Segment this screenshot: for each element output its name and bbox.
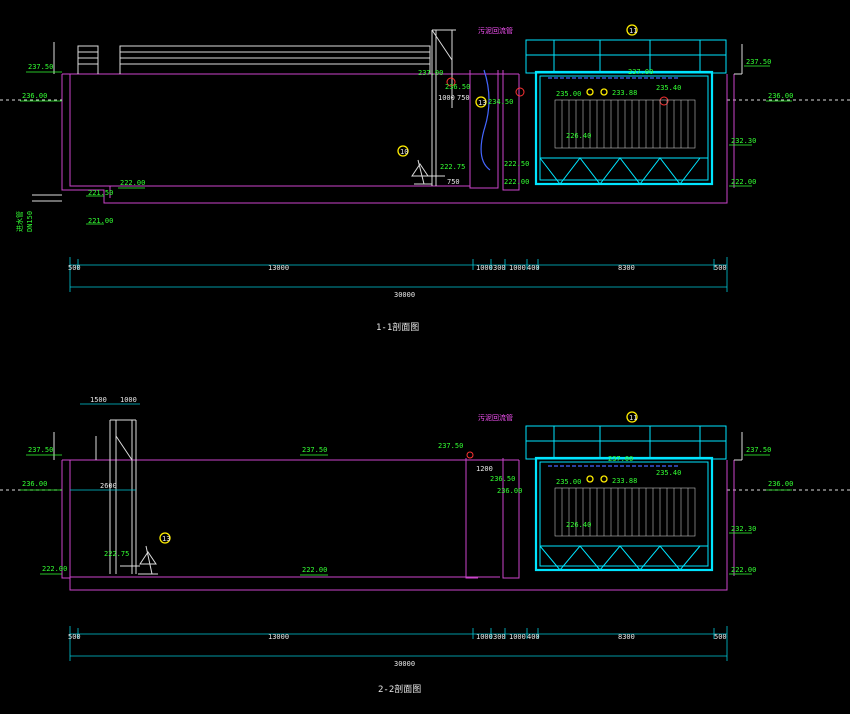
elev-tank-top-l: 235.00 (556, 90, 581, 98)
elev-left-ground: 236.00 (22, 92, 47, 100)
callout2-13: 13 (162, 535, 170, 543)
dim2-top-4: 1000 (509, 633, 526, 641)
elev2-weir: 237.50 (438, 442, 463, 450)
dim-top-6: 8300 (618, 264, 635, 272)
dim-total: 30000 (394, 291, 415, 299)
elev-tank-mid: 233.88 (612, 89, 637, 97)
dim2-top-1: 13000 (268, 633, 289, 641)
label-inlet-pipe: 进水管 (15, 211, 24, 232)
elev-weir-label: 236.50 (445, 83, 470, 91)
dim2-1200: 1200 (476, 465, 493, 473)
elev2-right-ground: 236.00 (768, 480, 793, 488)
elev-floor: 222.00 (120, 179, 145, 187)
elev2-chan-a: 236.50 (490, 475, 515, 483)
label-inlet-dn: DN150 (26, 211, 34, 232)
elev-weir-top: 237.00 (418, 69, 443, 77)
section-2-labels: 237.50 236.00 222.00 222.75 237.50 222.0… (22, 396, 793, 574)
elev-left-top: 237.50 (28, 63, 53, 71)
section-1 (0, 24, 850, 225)
elev2-right-floor: 222.00 (731, 566, 756, 574)
dim2-2600: 2600 (100, 482, 117, 490)
dim2-1000: 1000 (120, 396, 137, 404)
callout-13: 13 (478, 99, 486, 107)
elev-chan-floor-a: 222.50 (504, 160, 529, 168)
section-1-title: 1-1剖面图 (376, 321, 419, 333)
elev2-membrane: 226.40 (566, 521, 591, 529)
dim2-top-7: 500 (714, 633, 727, 641)
elev2-left-top: 237.50 (28, 446, 53, 454)
dim2-top-0: 500 (68, 633, 81, 641)
elev-right-mid: 232.30 (731, 137, 756, 145)
elev-pump: 222.75 (440, 163, 465, 171)
elev-chan-floor-b: 222.00 (504, 178, 529, 186)
section-1-dimensions: 500 13000 1000 300 1000 400 8300 500 300… (68, 257, 728, 299)
section-1-labels: 237.50 236.00 221.50 221.00 222.00 222.7… (15, 26, 793, 232)
dim-top-3: 300 (493, 264, 506, 272)
elev2-right-top: 237.50 (746, 446, 771, 454)
dim2-1500: 1500 (90, 396, 107, 404)
elev-right-ground: 236.00 (768, 92, 793, 100)
dim2-top-3: 300 (493, 633, 506, 641)
label2-sludge-pipe: 污泥回流管 (478, 413, 513, 422)
elev-right-top: 237.50 (746, 58, 771, 66)
elev2-tank-top-r: 235.40 (656, 469, 681, 477)
section-2 (0, 403, 850, 591)
dim-1000: 1000 (438, 94, 455, 102)
elev-tank-water: 237.00 (628, 68, 653, 76)
dim2-top-5: 400 (527, 633, 540, 641)
callout-11: 11 (629, 27, 637, 35)
elev2-floor: 222.00 (42, 565, 67, 573)
callout2-11: 11 (629, 414, 637, 422)
submersible-pump (411, 159, 445, 185)
elev-pipe-top: 221.50 (88, 189, 113, 197)
elev-channel: 234.50 (488, 98, 513, 106)
membrane-tank-2 (525, 425, 727, 572)
elev2-tank-mid: 233.88 (612, 477, 637, 485)
elev2-floor-mid: 222.00 (302, 566, 327, 574)
elev2-tank-water: 237.00 (608, 455, 633, 463)
elev-pipe-bottom: 221.00 (88, 217, 113, 225)
elev2-pump: 222.75 (104, 550, 129, 558)
section-2-title: 2-2剖面图 (378, 683, 421, 695)
dim2-top-2: 1000 (476, 633, 493, 641)
section-2-dimensions: 500 13000 1000 300 1000 400 8300 500 300… (68, 626, 728, 668)
elev2-tank-top-l: 235.00 (556, 478, 581, 486)
dim2-total: 30000 (394, 660, 415, 668)
elev-membrane: 226.40 (566, 132, 591, 140)
dim-top-4: 1000 (509, 264, 526, 272)
label-sludge-pipe: 污泥回流管 (478, 26, 513, 35)
elev2-chan-b: 236.00 (497, 487, 522, 495)
dim-750a: 750 (457, 94, 470, 102)
callout-10: 10 (400, 148, 408, 156)
elev-tank-top-r: 235.40 (656, 84, 681, 92)
dim-top-0: 500 (68, 264, 81, 272)
elev2-left-ground: 236.00 (22, 480, 47, 488)
elev-right-floor: 222.00 (731, 178, 756, 186)
dim-750b: 750 (447, 178, 460, 186)
dim2-top-6: 8300 (618, 633, 635, 641)
dim-top-7: 500 (714, 264, 727, 272)
elev2-right-mid: 232.30 (731, 525, 756, 533)
membrane-tank-1 (525, 39, 727, 186)
dim-top-1: 13000 (268, 264, 289, 272)
dim-top-2: 1000 (476, 264, 493, 272)
elev2-water: 237.50 (302, 446, 327, 454)
dim-top-5: 400 (527, 264, 540, 272)
submersible-pump-2 (120, 545, 158, 575)
